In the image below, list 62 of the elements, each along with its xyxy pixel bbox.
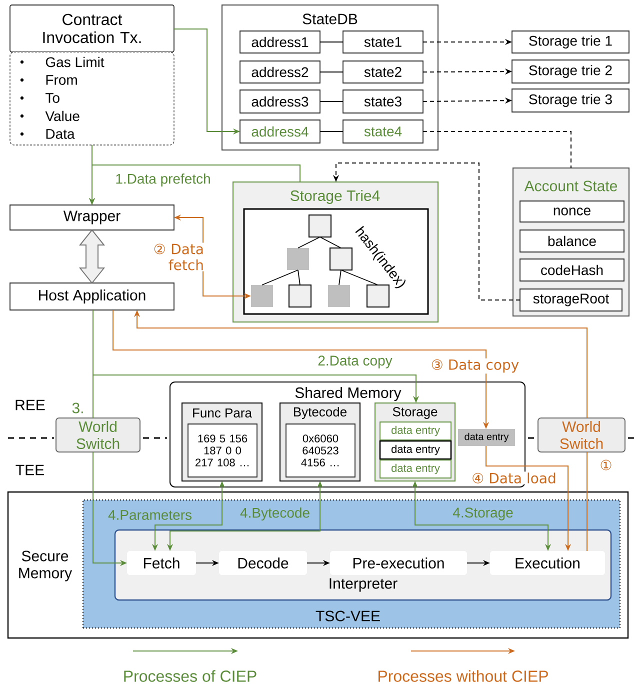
tree-node — [288, 284, 312, 308]
connector-line — [422, 131, 572, 168]
transaction-box: Contract Invocation Tx. — [10, 4, 174, 52]
state-box: state2 — [342, 60, 424, 84]
field-box: storageRoot — [520, 288, 622, 312]
data-box: 169 5 156 187 0 0 217 108 … — [188, 424, 258, 478]
tree-node — [308, 214, 332, 238]
state-box: state3 — [342, 90, 424, 114]
edge-label: 1.Data prefetch — [114, 172, 212, 188]
edge-label: ③ Data copy — [430, 358, 520, 374]
wrapper-box: Wrapper — [10, 204, 174, 230]
data-entry: data entry — [380, 460, 452, 478]
edge-label: 4.Storage — [452, 506, 514, 522]
connector-line — [262, 270, 298, 286]
connector-line — [92, 310, 94, 418]
edge-label: 2.Data copy — [316, 354, 394, 370]
legend-label: Processes of CIEP — [124, 670, 256, 682]
connector-line — [338, 270, 342, 286]
data-entry: data entry — [380, 422, 452, 440]
edge-label: 4.Parameters — [106, 509, 194, 521]
tree-node — [287, 248, 309, 270]
tree-node — [330, 248, 352, 270]
field-box: nonce — [520, 200, 624, 222]
stage-box: Execution — [490, 551, 605, 575]
data-entry: data entry — [458, 429, 515, 446]
connector-line — [298, 270, 300, 286]
field-box: codeHash — [520, 258, 624, 282]
state-box: state1 — [342, 30, 424, 54]
stage-box: Fetch — [127, 551, 196, 575]
region-label: REE — [16, 400, 45, 410]
stage-box: Pre-execution — [330, 551, 467, 575]
address-box: address1 — [240, 30, 320, 54]
edge-label: ① — [598, 458, 614, 472]
stage-box: Decode — [219, 551, 307, 575]
step-number: 3. — [72, 402, 83, 414]
connector-line — [320, 236, 342, 248]
edge-label: ④ Data load — [470, 472, 558, 484]
region-label: TEE — [16, 464, 44, 476]
connector-line — [320, 101, 344, 102]
address-box: address4 — [240, 120, 320, 144]
state-box: state4 — [342, 120, 424, 144]
connector-line — [340, 270, 378, 286]
legend-label: Processes without CIEP — [378, 670, 548, 682]
storage-trie-box: Storage trie 1 — [512, 30, 630, 54]
data-entry: data entry — [379, 440, 452, 460]
field-list-box: Gas Limit From To Value Data — [10, 52, 174, 146]
address-box: address2 — [240, 60, 320, 84]
tree-node — [328, 285, 350, 307]
storage-trie-box: Storage trie 2 — [512, 60, 630, 84]
edge-label: ② Data fetch — [147, 242, 205, 272]
field-box: balance — [520, 230, 624, 252]
connector-line — [320, 131, 344, 132]
world-switch-box: World Switch — [56, 418, 140, 452]
connector-line — [298, 236, 320, 248]
storage-trie-box: Storage trie 3 — [512, 88, 630, 112]
address-box: address3 — [240, 90, 320, 114]
edge-label: 4.Bytecode — [238, 506, 312, 522]
host-application-box: Host Application — [10, 282, 174, 310]
data-box: 0x6060 640523 4156 … — [286, 424, 356, 478]
world-switch-box: World Switch — [538, 418, 626, 452]
connector-line — [586, 452, 588, 552]
tree-node — [251, 285, 273, 307]
